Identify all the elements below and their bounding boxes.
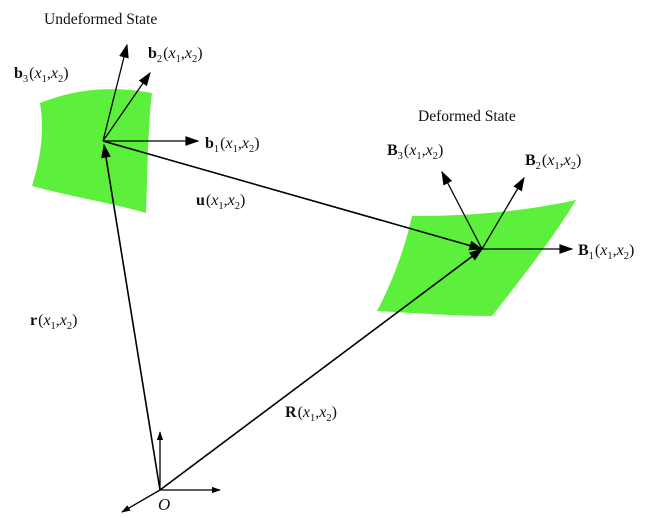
base-vector-b3 (102, 43, 129, 142)
label-b1: b1(x1,x2) (205, 135, 260, 155)
position-vector-R (159, 248, 484, 491)
label-B1: B1(x1,x2) (578, 242, 634, 262)
label-R: R(x1,x2) (285, 404, 337, 424)
undeformed-state-title: Undeformed State (44, 11, 157, 28)
label-B3: B3(x1,x2) (387, 142, 443, 162)
origin-label: O (158, 495, 170, 514)
label-b3: b3(x1,x2) (14, 65, 69, 85)
label-r: r(x1,x2) (30, 312, 77, 332)
base-vector-B2 (481, 176, 525, 250)
base-vector-B3 (441, 170, 483, 250)
displacement-vector-u (102, 140, 484, 251)
label-u: u(x1,x2) (196, 192, 245, 212)
base-vector-b2 (102, 71, 151, 142)
deformed-state-title: Deformed State (418, 108, 516, 125)
origin-axis-oblique (121, 489, 161, 513)
undeformed-surface (32, 89, 152, 213)
position-vector-r (101, 143, 161, 491)
deformed-surface (377, 200, 576, 316)
label-b2: b2(x1,x2) (148, 45, 203, 65)
label-B2: B2(x1,x2) (525, 152, 581, 172)
